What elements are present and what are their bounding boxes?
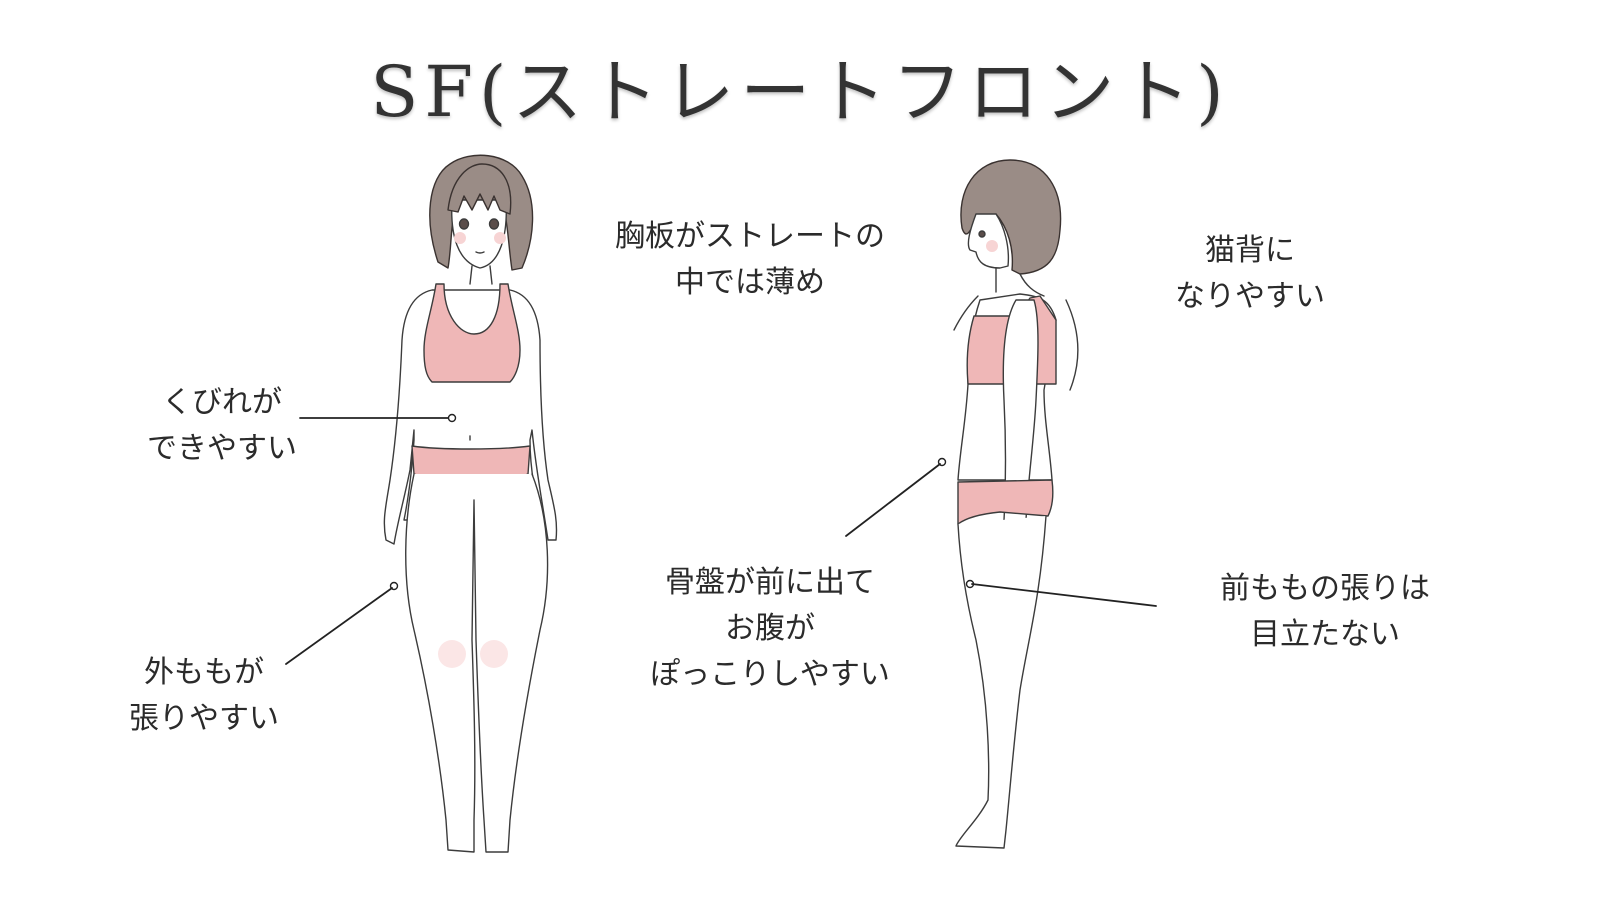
front-navel-marker — [447, 413, 457, 423]
back-annotation: 猫背に なりやすい — [1150, 228, 1350, 320]
chest-annotation-line-2: 中では薄め — [675, 265, 825, 300]
back-annotation-line-1: 猫背に — [1205, 233, 1295, 268]
pelvis-annotation-line-1: 骨盤が前に出て — [665, 565, 875, 600]
back-annotation-line-2: なりやすい — [1175, 279, 1325, 314]
front-left-eye — [458, 218, 470, 230]
side-figure — [937, 159, 1079, 849]
front-left-cheek — [454, 232, 466, 244]
front-mouth — [475, 251, 485, 254]
pelvis-annotation: 骨盤が前に出て お腹が ぽっこりしやすい — [620, 560, 920, 698]
side-chest-curve — [953, 295, 979, 331]
chest-annotation: 胸板がストレートの 中では薄め — [590, 214, 910, 306]
outer-thigh-annotation: 外ももが 張りやすい — [104, 650, 304, 742]
front-legs — [405, 473, 549, 853]
outer-thigh-annotation-line-1: 外ももが — [144, 655, 264, 690]
front-thigh-leader-line — [971, 583, 1157, 607]
front-face — [451, 199, 507, 269]
front-right-eye — [488, 218, 500, 230]
leader-lines — [285, 417, 1157, 665]
front-figure — [383, 154, 558, 853]
outer-thigh-leader-line — [285, 587, 393, 665]
side-back-curve — [1065, 299, 1079, 391]
outer-thigh-annotation-line-2: 張りやすい — [129, 701, 279, 736]
front-knee-blush-right — [480, 640, 508, 668]
side-face — [967, 213, 1010, 269]
front-thigh-annotation-line-2: 目立たない — [1250, 617, 1400, 652]
waist-annotation-line-1: くびれが — [162, 385, 282, 420]
front-thigh-annotation-line-1: 前ももの張りは — [1220, 571, 1430, 606]
chest-annotation-line-1: 胸板がストレートの — [615, 219, 885, 254]
side-eye — [978, 230, 986, 238]
waist-annotation-line-2: できやすい — [147, 431, 297, 466]
pelvis-annotation-line-3: ぽっこりしやすい — [650, 657, 890, 692]
front-bra — [423, 283, 521, 383]
pelvis-annotation-line-2: お腹が — [725, 611, 815, 646]
side-legs — [955, 515, 1047, 849]
side-neck — [995, 267, 1045, 297]
pelvis-leader-line — [845, 463, 941, 537]
front-thigh-annotation: 前ももの張りは 目立たない — [1195, 566, 1455, 658]
side-underwear — [957, 479, 1054, 525]
waist-annotation: くびれが できやすい — [122, 380, 322, 472]
front-bangs — [447, 163, 512, 215]
front-neck — [469, 265, 493, 285]
side-cheek — [986, 240, 998, 252]
front-knee-blush-left — [438, 640, 466, 668]
front-right-cheek — [494, 232, 506, 244]
page-title: SF(ストレートフロント) — [370, 51, 1230, 133]
